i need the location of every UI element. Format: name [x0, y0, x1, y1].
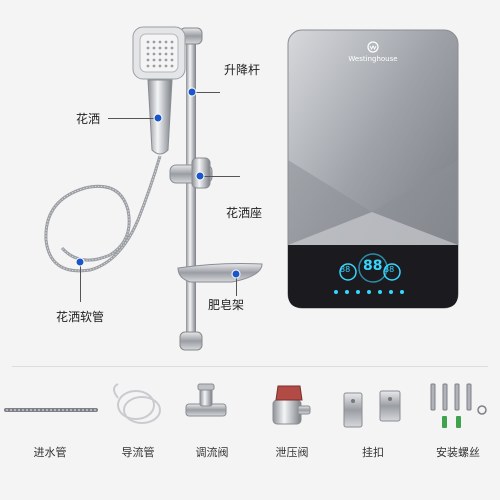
flow-valve-icon — [185, 383, 227, 417]
leader-soap-dish — [236, 274, 237, 296]
accessory-label-pressure-relief-valve: 泄压阀 — [275, 446, 309, 459]
install-screws-icon — [430, 383, 487, 428]
marker-lift-rod — [187, 87, 197, 97]
wall-bracket-icon — [343, 390, 401, 428]
callout-shower-head: 花洒 — [76, 112, 101, 126]
marker-soap-dish — [231, 269, 241, 279]
accessory-label-wall-bracket: 挂扣 — [362, 446, 384, 459]
marker-shower-hose — [75, 257, 85, 267]
drain-tube-icon — [113, 383, 161, 424]
leader-lift-rod — [192, 92, 220, 93]
marker-shower-head — [153, 113, 163, 123]
leader-shower-holder — [200, 176, 240, 177]
pressure-relief-valve-icon — [272, 385, 311, 425]
water-heater — [287, 29, 459, 309]
shower-hose — [44, 155, 162, 273]
accessory-label-inlet-pipe: 进水管 — [33, 446, 67, 459]
callout-shower-hose: 花洒软管 — [56, 310, 105, 324]
callout-lift-rod: 升降杆 — [224, 63, 261, 77]
display-left-temp: 88 — [340, 265, 351, 274]
control-display — [334, 253, 404, 294]
section-divider — [12, 366, 488, 367]
leader-shower-hose — [80, 262, 81, 302]
accessory-label-install-screws: 安装螺丝 — [436, 446, 480, 459]
display-right-temp: 88 — [384, 265, 395, 274]
brand-logo: Westinghouse — [348, 55, 398, 63]
leader-shower-head — [108, 118, 158, 119]
callout-shower-holder: 花洒座 — [226, 206, 263, 220]
callout-soap-dish: 肥皂架 — [208, 298, 245, 312]
accessory-label-drain-tube: 导流管 — [121, 446, 155, 459]
accessory-label-flow-valve: 调流阀 — [195, 446, 229, 459]
shower-head — [132, 26, 186, 155]
display-main-temp: 88 — [363, 258, 383, 274]
marker-shower-holder — [195, 171, 205, 181]
